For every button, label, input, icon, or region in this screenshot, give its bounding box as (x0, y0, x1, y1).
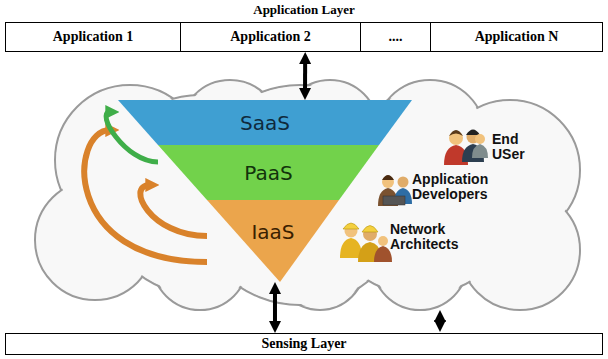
cloud-outline (35, 80, 580, 310)
band-fill (207, 200, 339, 282)
band-label: IaaS (251, 220, 294, 244)
application-layer-box: Application LayerApplication 1Applicatio… (5, 22, 603, 52)
double-arrow (438, 318, 442, 324)
band-label: PaaS (244, 161, 292, 185)
developer-icon (378, 175, 412, 206)
iaas-band: IaaS (207, 200, 339, 282)
box-label: Application 1 (53, 29, 134, 45)
box-label: Application 2 (230, 29, 311, 45)
application-cell: Application 1 (6, 23, 181, 51)
box-label: .... (389, 29, 403, 45)
application-cell: Application N (431, 23, 602, 51)
band-label: SaaS (240, 111, 290, 135)
cloud-fill (37, 82, 579, 309)
role-label: Network Architects (390, 222, 470, 252)
box-label: Application N (475, 29, 559, 45)
application-cell: .... (361, 23, 431, 51)
band-fill (118, 100, 412, 145)
saas-band: SaaS (118, 100, 412, 145)
curved-arrow (140, 185, 207, 236)
paas-band: PaaS (158, 145, 379, 200)
application-cell: Application 2 (181, 23, 361, 51)
double-arrow (303, 60, 307, 92)
sensing-layer-box: Sensing Layer (5, 333, 603, 355)
architect-icon (340, 223, 392, 262)
double-arrow (273, 290, 277, 325)
role-label: Application Developers (412, 172, 522, 202)
role-label: End USer (492, 132, 538, 162)
band-fill (158, 145, 379, 200)
layer-heading: Application Layer (6, 2, 602, 18)
box-label: Sensing Layer (261, 336, 346, 352)
end-user-icon (444, 130, 488, 166)
